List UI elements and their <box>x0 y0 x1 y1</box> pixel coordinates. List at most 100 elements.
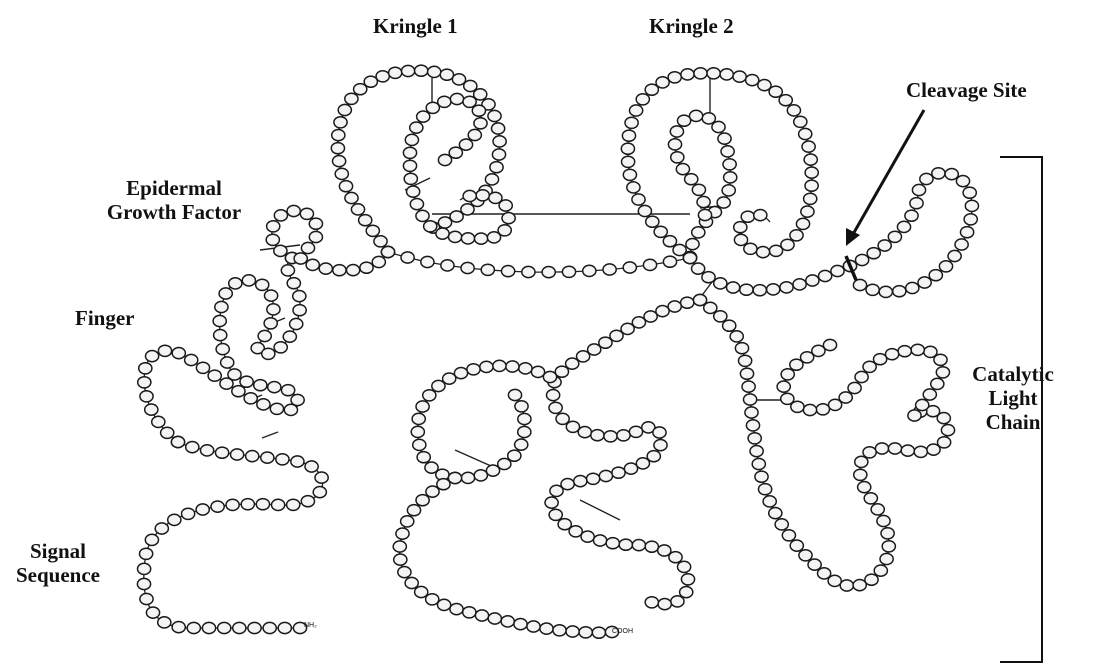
residue-bead <box>254 380 267 391</box>
residue-bead <box>938 437 951 448</box>
residue-bead <box>309 231 322 242</box>
residue-bead <box>241 499 254 510</box>
residue-bead <box>290 318 303 329</box>
residue-bead <box>888 443 901 454</box>
residue-bead <box>831 265 844 276</box>
residue-bead <box>263 622 276 633</box>
residue-bead <box>912 184 925 195</box>
residue-bead <box>678 115 691 126</box>
catalytic-light-chain-label: Catalytic Light Chain <box>968 362 1058 434</box>
residue-bead <box>853 279 866 290</box>
residue-bead <box>866 284 879 295</box>
residue-bead <box>359 215 372 226</box>
residue-bead <box>707 68 720 79</box>
residue-bead <box>840 580 853 591</box>
residue-bead <box>501 616 514 627</box>
residue-bead <box>508 450 521 461</box>
residue-bead <box>332 130 345 141</box>
residue-bead <box>901 445 914 456</box>
residue-bead <box>287 205 300 216</box>
residue-bead <box>172 348 185 359</box>
residue-bead <box>663 256 676 267</box>
residue-bead <box>632 194 645 205</box>
residue-bead <box>214 330 227 341</box>
residue-bead <box>228 369 241 380</box>
residue-bead <box>604 431 617 442</box>
residue-bead <box>941 425 954 436</box>
kringle-1-label: Kringle 1 <box>373 14 458 38</box>
residue-bead <box>681 69 694 80</box>
residue-bead <box>138 377 151 388</box>
residue-bead <box>333 265 346 276</box>
residue-bead <box>879 286 892 297</box>
residue-bead <box>440 69 453 80</box>
residue-bead <box>945 169 958 180</box>
signal-sequence-label: Signal Sequence <box>8 539 108 587</box>
residue-bead <box>463 96 476 107</box>
residue-bead <box>394 554 407 565</box>
residue-bead <box>294 253 307 264</box>
residue-bead <box>527 621 540 632</box>
residue-bead <box>663 236 676 247</box>
residue-bead <box>347 265 360 276</box>
residue-bead <box>779 95 792 106</box>
residue-bead <box>475 233 488 244</box>
residue-bead <box>759 484 772 495</box>
egf-label: Epidermal Growth Factor <box>84 176 264 224</box>
residue-bead <box>625 117 638 128</box>
residue-bead <box>172 622 185 633</box>
residue-bead <box>261 452 274 463</box>
residue-bead <box>636 458 649 469</box>
residue-bead <box>671 596 684 607</box>
residue-bead <box>964 214 977 225</box>
residue-bead <box>955 239 968 250</box>
residue-bead <box>871 504 884 515</box>
residue-bead <box>767 284 780 295</box>
residue-bead <box>374 236 387 247</box>
residue-bead <box>905 210 918 221</box>
residue-bead <box>874 565 887 576</box>
residue-bead <box>623 169 636 180</box>
residue-bead <box>229 278 242 289</box>
residue-bead <box>498 458 511 469</box>
residue-bead <box>411 426 424 437</box>
residue-bead <box>803 404 816 415</box>
residue-bead <box>671 152 684 163</box>
residue-bead <box>262 348 275 359</box>
residue-bead <box>468 129 481 140</box>
residue-bead <box>274 245 287 256</box>
residue-bead <box>461 233 474 244</box>
residue-bead <box>769 245 782 256</box>
residue-bead <box>658 599 671 610</box>
residue-bead <box>694 68 707 79</box>
residue-bead <box>929 270 942 281</box>
signal-sequence-segment <box>144 442 323 628</box>
residue-bead <box>638 205 651 216</box>
residue-bead <box>449 231 462 242</box>
residue-bead <box>287 499 300 510</box>
residue-bead <box>823 339 836 350</box>
residue-bead <box>171 436 184 447</box>
residue-bead <box>438 599 451 610</box>
residue-bead <box>480 361 493 372</box>
residue-bead <box>656 306 669 317</box>
residue-bead <box>754 210 767 221</box>
residue-bead <box>401 516 414 527</box>
residue-bead <box>787 105 800 116</box>
residue-bead <box>270 403 283 414</box>
residue-bead <box>692 227 705 238</box>
residue-bead <box>702 272 715 283</box>
residue-bead <box>781 393 794 404</box>
residue-bead <box>856 254 869 265</box>
residue-bead <box>218 622 231 633</box>
residue-bead <box>281 265 294 276</box>
residue-bead <box>266 234 279 245</box>
residue-bead <box>268 382 281 393</box>
residue-bead <box>185 354 198 365</box>
residue-bead <box>718 133 731 144</box>
egf-label-line2: Growth Factor <box>84 200 264 224</box>
residue-bead <box>878 240 891 251</box>
residue-bead <box>753 285 766 296</box>
residue-bead <box>697 196 710 207</box>
residue-bead <box>793 279 806 290</box>
